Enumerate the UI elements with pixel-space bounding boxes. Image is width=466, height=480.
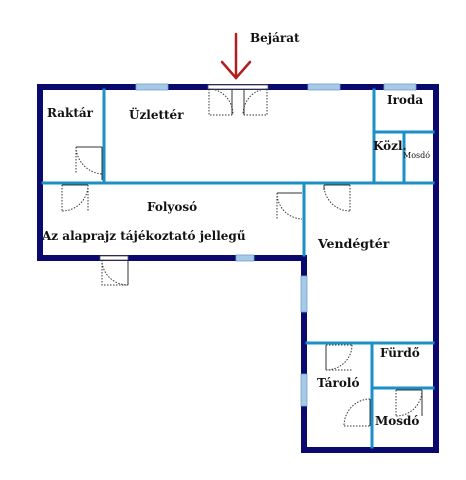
entrance-double-door <box>207 84 269 116</box>
window-top-3 <box>383 83 417 91</box>
disclaimer-note: Az alaprajz tájékoztató jellegű <box>41 229 246 243</box>
entrance-label: Bejárat <box>250 31 300 45</box>
outer-walls <box>37 84 439 453</box>
tarolo-top-door <box>325 344 353 371</box>
mosdo-bottom-door <box>343 398 371 427</box>
exterior-bottom-door <box>99 255 129 286</box>
corridor-left-door <box>61 184 89 212</box>
windows <box>135 83 417 407</box>
room-label-folyoso: Folyosó <box>147 200 197 214</box>
room-label-raktar: Raktár <box>47 106 94 120</box>
room-label-mosdo-top: Mosdó <box>403 151 430 160</box>
window-left-vertical-2 <box>300 373 308 407</box>
window-top-2 <box>307 83 341 91</box>
room-label-tarolo: Tároló <box>317 376 359 390</box>
inner-walls <box>41 88 435 449</box>
doors <box>61 84 423 427</box>
entrance-door-right-arc <box>244 89 268 116</box>
room-label-kozl: Közl. <box>373 139 407 153</box>
vendegter-door <box>323 184 351 212</box>
room-label-mosdo-bottom: Mosdó <box>375 414 419 428</box>
window-left-vertical <box>300 275 308 313</box>
window-bottom-1 <box>235 254 255 262</box>
window-top-1 <box>135 83 169 91</box>
furdo-door <box>395 389 423 417</box>
corridor-right-door <box>276 192 303 220</box>
room-label-furdo: Fürdő <box>380 346 420 360</box>
entrance-arrow <box>220 32 252 80</box>
room-label-uzletter: Üzlettér <box>129 106 184 122</box>
room-label-iroda: Iroda <box>387 93 423 107</box>
raktar-door <box>75 146 103 180</box>
outer-wall-outline <box>37 84 439 453</box>
entrance-door-left-arc <box>208 89 232 116</box>
room-label-vendegter: Vendégtér <box>317 236 390 251</box>
